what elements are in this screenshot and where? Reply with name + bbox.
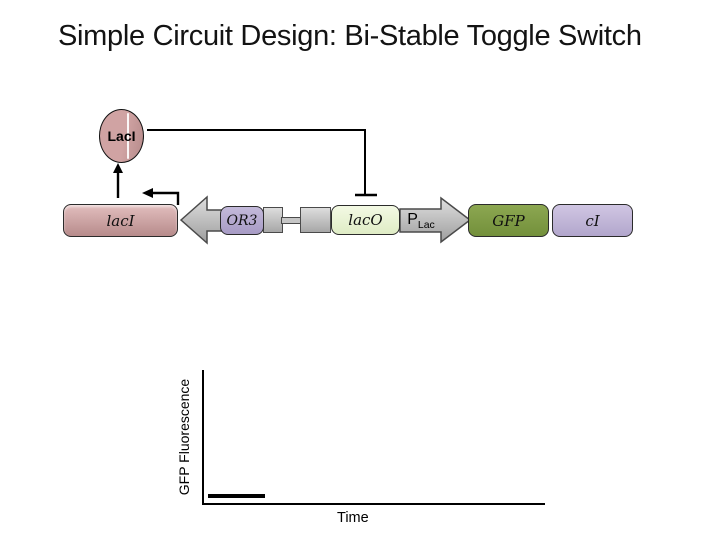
gene-box-gfp-label: GFP <box>492 211 525 230</box>
promoter-label-main: P <box>407 211 418 228</box>
operator-box-laco-label: lacO <box>348 211 383 229</box>
bent-arrow-left-icon <box>142 188 180 205</box>
plot-x-axis-label: Time <box>337 510 369 526</box>
plot-x-axis <box>202 503 545 505</box>
t-bar-repression-icon <box>147 129 377 197</box>
dna-stub-left <box>263 207 283 233</box>
expression-up-arrow-icon <box>113 163 123 198</box>
dna-linker-bar <box>281 217 301 224</box>
protein-node-laci: LacI <box>99 109 144 163</box>
protein-node-label: LacI <box>107 128 136 144</box>
promoter-label-subscript: Lac <box>417 219 435 231</box>
plot-y-axis-label: GFP Fluorescence <box>176 378 192 496</box>
page-title: Simple Circuit Design: Bi-Stable Toggle … <box>58 20 642 52</box>
gene-box-laci-label: lacI <box>106 211 135 230</box>
block-arrow-right-icon <box>399 196 472 244</box>
operator-box-or3-label: OR3 <box>226 212 258 229</box>
dna-stub-right <box>300 207 331 233</box>
gene-box-laci: lacI <box>63 204 178 237</box>
operator-box-laco: lacO <box>331 205 400 235</box>
gene-box-gfp: GFP <box>468 204 549 237</box>
plot-data-line <box>208 494 265 498</box>
gene-box-ci: cI <box>552 204 633 237</box>
operator-box-or3: OR3 <box>220 206 264 235</box>
gene-box-ci-label: cI <box>585 211 600 230</box>
ellipse-highlight-icon <box>126 112 130 160</box>
plot-y-axis <box>202 370 204 505</box>
